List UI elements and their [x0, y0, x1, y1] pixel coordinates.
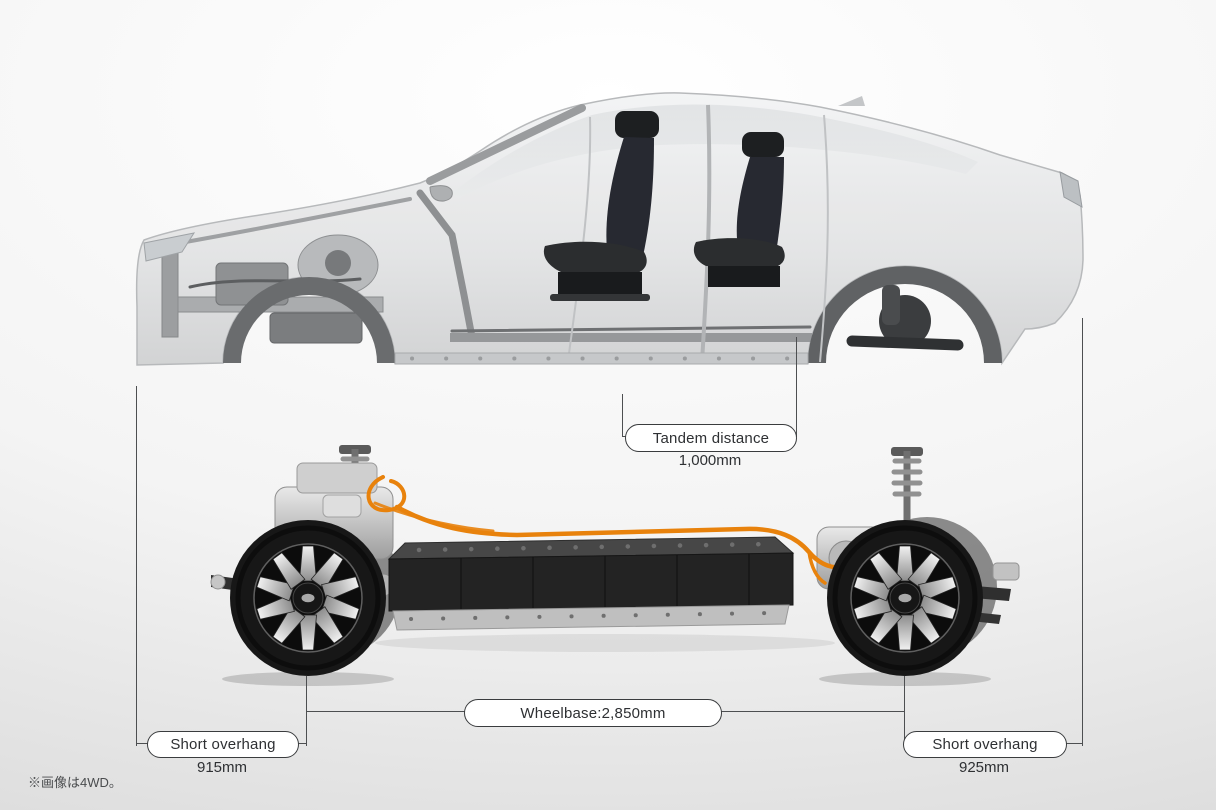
- tandem-distance-label-text: Tandem distance: [652, 429, 770, 447]
- side-mirror: [429, 185, 453, 202]
- headlight: [143, 232, 196, 262]
- rocker-sill: [394, 352, 809, 365]
- greenhouse-glass: [452, 104, 978, 199]
- front-overhang-label: Short overhang: [147, 731, 299, 758]
- shadow: [819, 672, 991, 686]
- rear-wheel-arch: [808, 266, 1002, 363]
- rear-wheel: [827, 520, 983, 676]
- front-wheel: [230, 520, 386, 676]
- vehicle-body-cutaway-illustration: [135, 92, 1084, 366]
- wheelbase-label-text: Wheelbase:2,850mm: [520, 704, 666, 722]
- shadow: [222, 672, 394, 686]
- front-overhang-extension-line: [136, 386, 137, 746]
- ev-platform-chassis-illustration: [210, 445, 1020, 686]
- tandem-distance-label: Tandem distance: [625, 424, 797, 452]
- image-note: ※画像は4WD。: [28, 775, 122, 790]
- rear-seat: [693, 132, 785, 287]
- shark-fin-antenna: [838, 96, 865, 106]
- rear-overhang-label-text: Short overhang: [932, 736, 1038, 753]
- front-seat: [543, 111, 659, 301]
- shadow: [375, 634, 835, 652]
- wheelbase-label: Wheelbase:2,850mm: [464, 699, 722, 727]
- hv-cables: [366, 475, 852, 585]
- engine-bay-structure: [161, 104, 812, 344]
- rear-overhang-value: 925mm: [958, 759, 1010, 776]
- front-overhang-value: 915mm: [196, 759, 248, 776]
- tandem-extension-line-right: [796, 337, 797, 437]
- front-wheel-arch: [223, 277, 395, 363]
- front-overhang-label-text: Short overhang: [170, 736, 276, 753]
- taillight: [1059, 171, 1083, 208]
- rear-overhang-label: Short overhang: [903, 731, 1067, 758]
- tandem-extension-line-left: [622, 394, 623, 437]
- rear-suspension-detail: [846, 285, 964, 351]
- battery-pack: [387, 536, 795, 631]
- rear-overhang-extension-line: [1082, 318, 1083, 746]
- tandem-distance-value: 1,000mm: [678, 452, 742, 469]
